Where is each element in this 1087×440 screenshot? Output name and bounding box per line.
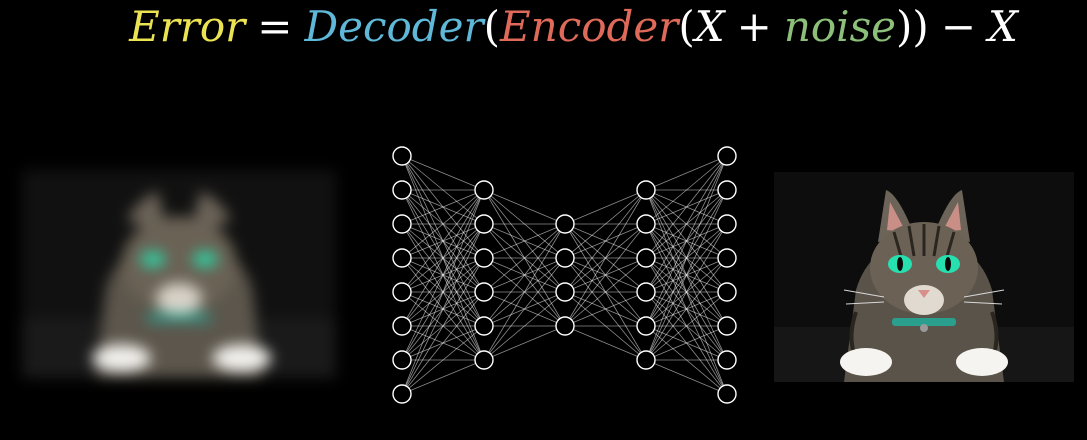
connection-line xyxy=(645,155,728,191)
connection-line xyxy=(401,189,485,259)
plus-sign: + xyxy=(736,2,772,51)
neuron-node xyxy=(392,384,412,404)
connection-line xyxy=(401,189,485,395)
neuron-node xyxy=(392,282,412,302)
connection-line xyxy=(564,189,647,293)
x-target-term: X xyxy=(988,2,1018,51)
neuron-node xyxy=(474,180,494,200)
neuron-node xyxy=(555,282,575,302)
paren-open-1: ( xyxy=(483,2,500,51)
neuron-node xyxy=(636,214,656,234)
neuron-node xyxy=(555,316,575,336)
neuron-node xyxy=(392,350,412,370)
formula: Error = Decoder ( Encoder ( X + noise ))… xyxy=(0,2,1087,58)
connection-line xyxy=(645,155,728,259)
connection-line xyxy=(401,257,485,395)
connection-line xyxy=(645,257,728,361)
connection-line xyxy=(564,189,647,259)
connection-line xyxy=(645,291,728,361)
connection-line xyxy=(483,325,566,361)
neuron-node xyxy=(717,384,737,404)
neuron-node xyxy=(474,214,494,234)
neuron-node xyxy=(717,248,737,268)
paren-open-2: ( xyxy=(678,2,695,51)
connection-line xyxy=(401,155,485,191)
connection-line xyxy=(564,189,647,225)
connection-line xyxy=(401,325,485,395)
connection-line xyxy=(483,223,566,259)
neuron-node xyxy=(392,248,412,268)
neuron-node xyxy=(717,146,737,166)
neuron-node xyxy=(636,316,656,336)
connection-line xyxy=(483,223,566,327)
connection-line xyxy=(401,223,485,395)
neuron-node xyxy=(392,214,412,234)
connection-line xyxy=(401,359,485,395)
cat-sharp-illustration xyxy=(774,172,1074,382)
neuron-node xyxy=(717,180,737,200)
connection-line xyxy=(645,325,728,361)
error-term: Error xyxy=(129,2,246,51)
reconstructed-output-image xyxy=(774,172,1074,382)
autoencoder-network xyxy=(392,146,737,404)
neuron-node xyxy=(555,248,575,268)
neuron-node xyxy=(717,282,737,302)
cat-blurred-illustration xyxy=(22,170,336,378)
connection-line xyxy=(645,359,728,395)
neuron-node xyxy=(474,282,494,302)
paren-close: )) xyxy=(896,2,929,51)
connection-line xyxy=(645,155,728,361)
connection-line xyxy=(401,189,485,293)
noisy-input-image xyxy=(22,170,336,378)
neuron-node xyxy=(717,350,737,370)
connection-line xyxy=(483,257,566,361)
neuron-node xyxy=(555,214,575,234)
connection-line xyxy=(564,257,647,327)
connection-line xyxy=(645,155,728,327)
decoder-term: Decoder xyxy=(304,2,484,51)
connection-line xyxy=(401,189,485,225)
connection-line xyxy=(645,189,728,361)
connection-line xyxy=(564,223,647,327)
neuron-node xyxy=(636,248,656,268)
connection-line xyxy=(483,223,566,361)
noise-term: noise xyxy=(783,2,897,51)
neuron-node xyxy=(474,316,494,336)
neuron-node xyxy=(636,282,656,302)
connection-line xyxy=(401,189,485,327)
connection-line xyxy=(483,223,566,293)
connection-line xyxy=(645,155,728,225)
neuron-node xyxy=(392,146,412,166)
equals-sign: = xyxy=(257,2,293,51)
connection-line xyxy=(483,291,566,361)
connection-line xyxy=(564,325,647,361)
connection-line xyxy=(564,291,647,327)
connection-line xyxy=(401,291,485,395)
neuron-node xyxy=(474,248,494,268)
encoder-term: Encoder xyxy=(500,2,679,51)
connection-line xyxy=(483,189,566,225)
connection-line xyxy=(564,189,647,327)
neuron-node xyxy=(636,350,656,370)
neuron-node xyxy=(474,350,494,370)
connection-line xyxy=(645,223,728,361)
connection-line xyxy=(401,189,485,361)
neuron-node xyxy=(717,316,737,336)
neuron-node xyxy=(392,180,412,200)
connection-line xyxy=(645,155,728,293)
neuron-node xyxy=(636,180,656,200)
neuron-node xyxy=(717,214,737,234)
neuron-node xyxy=(392,316,412,336)
x-input-term: X xyxy=(694,2,725,51)
minus-sign: − xyxy=(940,2,977,51)
